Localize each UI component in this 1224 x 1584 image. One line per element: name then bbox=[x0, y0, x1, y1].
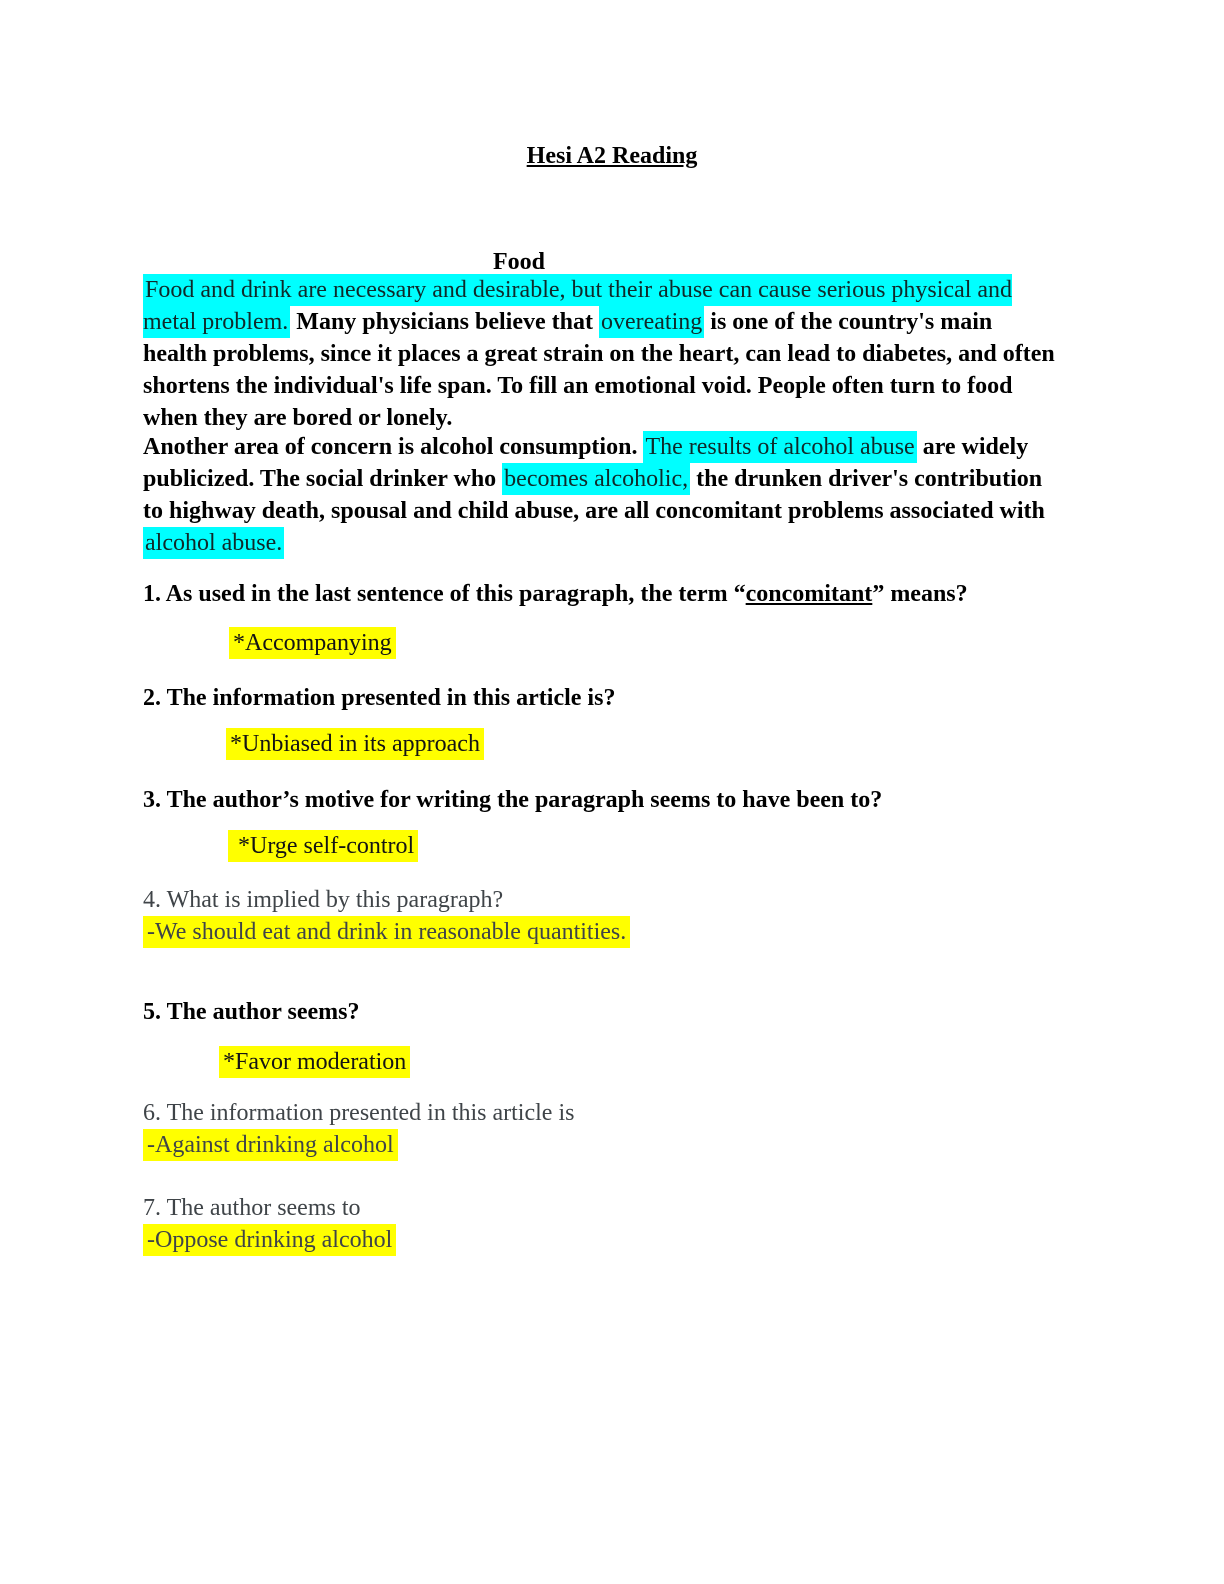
answer-2-highlight: *Unbiased in its approach bbox=[226, 728, 484, 760]
question-3-text: 3. The author’s motive for writing the p… bbox=[143, 787, 883, 813]
question-7-text: 7. The author seems to bbox=[143, 1195, 361, 1221]
answer-3-highlight: *Urge self-control bbox=[228, 830, 419, 862]
answer-1-highlight: *Accompanying bbox=[229, 627, 396, 659]
answer-5-row: *Favor moderation bbox=[219, 1046, 411, 1078]
answer-2-row: *Unbiased in its approach bbox=[226, 728, 484, 760]
passage-text-segment: Many physicians believe that bbox=[290, 309, 599, 335]
passage-paragraph-1: Food and drink are necessary and desirab… bbox=[143, 274, 1060, 434]
question-1: 1. As used in the last sentence of this … bbox=[143, 578, 1060, 610]
question-1-term: concomitant bbox=[745, 581, 873, 607]
question-5: 5. The author seems? bbox=[143, 996, 1060, 1028]
question-2: 2. The information presented in this art… bbox=[143, 682, 1060, 714]
cyan-highlight-segment: overeating bbox=[598, 306, 705, 338]
cyan-highlight-segment: The results of alcohol abuse bbox=[643, 431, 917, 463]
question-4: 4. What is implied by this paragraph? -W… bbox=[143, 884, 1060, 948]
question-7: 7. The author seems to -Oppose drinking … bbox=[143, 1192, 1060, 1256]
answer-6-highlight: -Against drinking alcohol bbox=[143, 1129, 398, 1161]
passage-text-segment: are widely publicized. The social drinke… bbox=[143, 434, 1029, 492]
answer-4-highlight: -We should eat and drink in reasonable q… bbox=[143, 916, 631, 948]
section-heading: Food bbox=[492, 249, 545, 275]
answer-1-row: *Accompanying bbox=[229, 627, 396, 659]
passage-text-segment: is one of the country's main health prob… bbox=[143, 309, 1055, 431]
question-1-text: 1. As used in the last sentence of this … bbox=[143, 581, 746, 607]
passage-text-segment: Another area of concern is alcohol consu… bbox=[143, 434, 644, 460]
passage-text-segment: the drunken driver's contribution to hig… bbox=[143, 466, 1045, 524]
answer-3-row: *Urge self-control bbox=[228, 830, 419, 862]
title-row: Hesi A2 Reading bbox=[0, 140, 1224, 172]
question-3: 3. The author’s motive for writing the p… bbox=[143, 784, 1060, 816]
answer-5-highlight: *Favor moderation bbox=[219, 1046, 411, 1078]
question-5-text: 5. The author seems? bbox=[143, 999, 360, 1025]
passage-paragraph-2: Another area of concern is alcohol consu… bbox=[143, 431, 1060, 559]
cyan-highlight-segment: alcohol abuse. bbox=[143, 527, 285, 559]
page-title: Hesi A2 Reading bbox=[526, 143, 698, 169]
question-1-text-end: ” means? bbox=[872, 581, 968, 607]
question-6-text: 6. The information presented in this art… bbox=[143, 1100, 575, 1126]
answer-7-highlight: -Oppose drinking alcohol bbox=[143, 1224, 397, 1256]
question-4-text: 4. What is implied by this paragraph? bbox=[143, 887, 504, 913]
question-2-text: 2. The information presented in this art… bbox=[143, 685, 616, 711]
section-heading-row: Food bbox=[0, 246, 1224, 278]
question-6: 6. The information presented in this art… bbox=[143, 1097, 1060, 1161]
cyan-highlight-segment: becomes alcoholic, bbox=[502, 463, 691, 495]
